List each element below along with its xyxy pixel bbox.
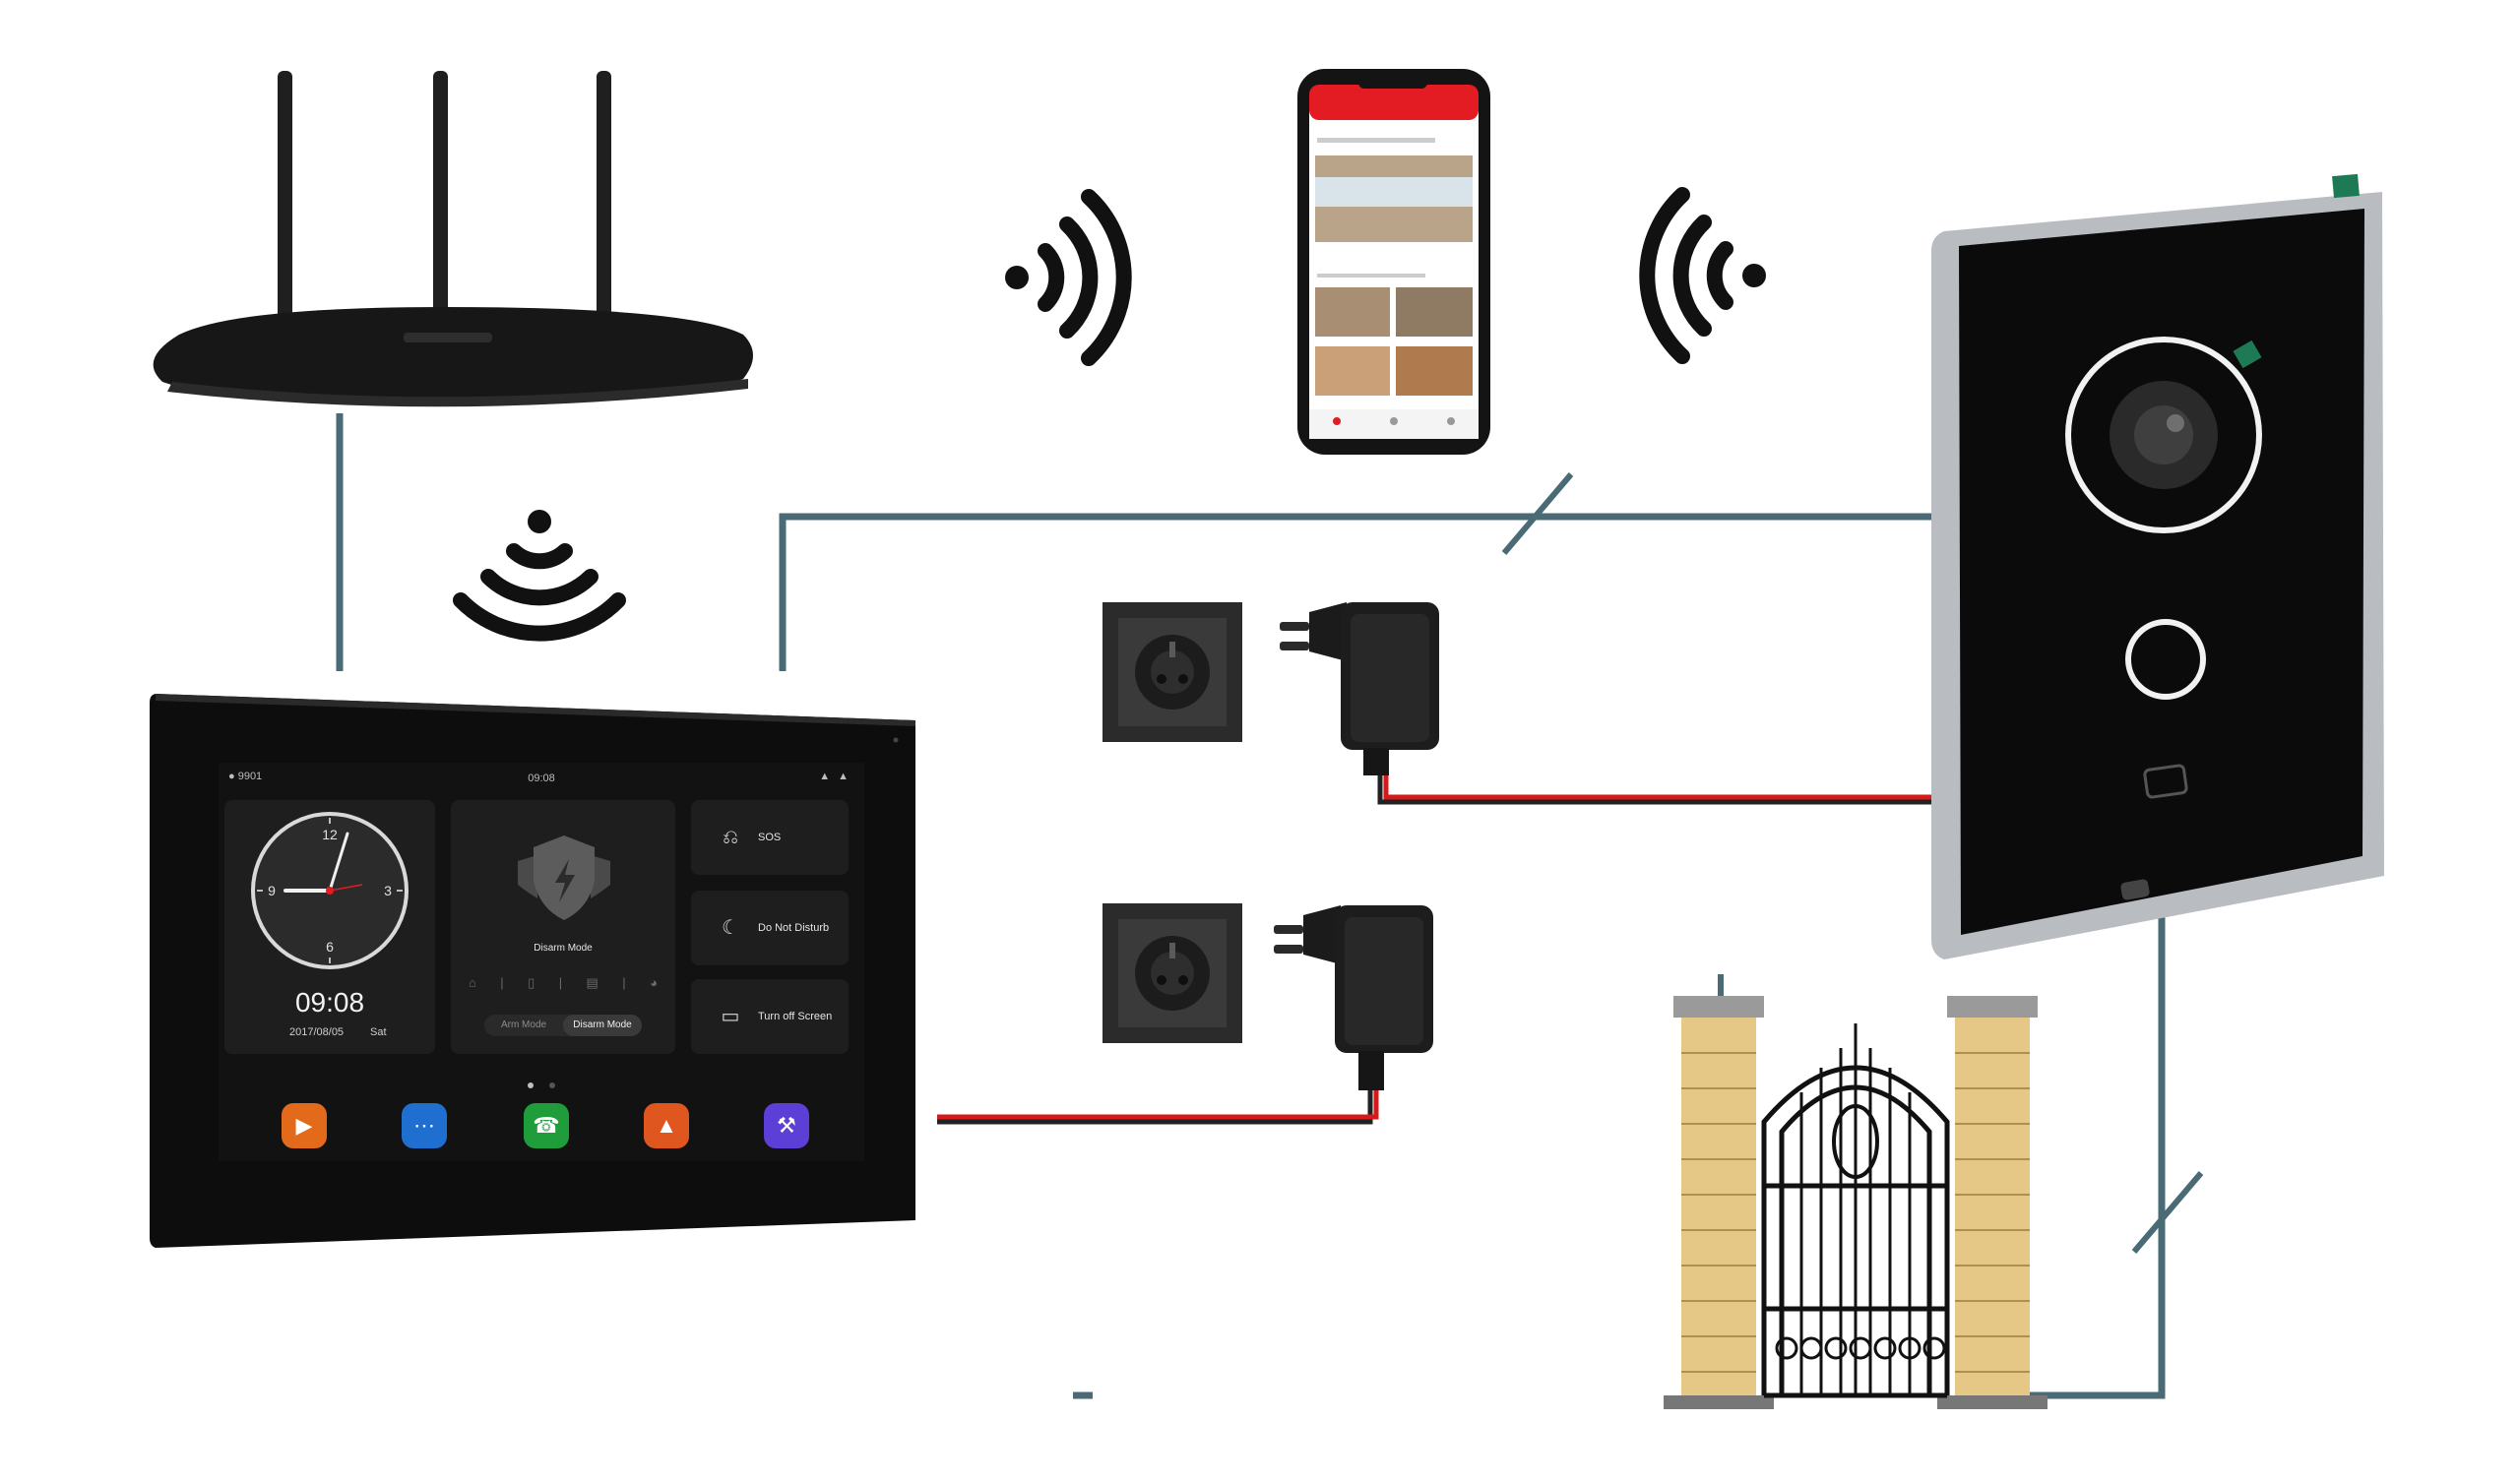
power-adapter-icon [1280, 602, 1439, 775]
bed-icon: ▤ [586, 975, 598, 990]
power-adapter-icon [1274, 905, 1433, 1090]
wall-socket-icon [1102, 602, 1242, 742]
away-icon: ◕ [650, 975, 658, 990]
alarm-icon[interactable]: ▲ [644, 1103, 689, 1148]
divider-icon: | [558, 975, 563, 990]
disarm-mode-button[interactable]: Disarm Mode [563, 1015, 642, 1036]
status-bar: ● 9901 09:08 ▲▲ [219, 763, 864, 790]
message-icon[interactable]: ⋯ [402, 1103, 447, 1148]
alert-icon: ▲ [819, 771, 839, 782]
status-time: 09:08 [528, 772, 555, 784]
second-hand [329, 884, 363, 892]
mode-toggle[interactable]: Arm Mode Disarm Mode [484, 1015, 642, 1036]
turn-off-screen-label: Turn off Screen [758, 1011, 833, 1022]
door-station-icon [1931, 173, 2384, 959]
divider-icon: | [500, 975, 504, 990]
clock-card: 12 3 6 9 09:08 2017/08/05 Sat [224, 800, 435, 1054]
day-label: Sat [370, 1026, 387, 1038]
wifi-signal-icon [1639, 187, 1766, 364]
wall-socket-icon [1102, 903, 1242, 1043]
phone-icon[interactable]: ☎ [524, 1103, 569, 1148]
room-number: 9901 [237, 771, 263, 782]
clock-numeral-6: 6 [326, 939, 334, 955]
sos-icon: ⎌ [723, 827, 738, 848]
power-cables [937, 775, 1944, 1125]
clock-numeral-12: 12 [322, 827, 338, 842]
settings-icon[interactable]: ⚒ [764, 1103, 809, 1148]
do-not-disturb-label: Do Not Disturb [758, 922, 830, 934]
wifi-signal-icon [1005, 189, 1132, 366]
sos-button[interactable]: ⎌ SOS [691, 800, 849, 875]
minute-hand [328, 832, 349, 893]
camera-icon[interactable]: ▶ [282, 1103, 327, 1148]
date-label: 2017/08/05 [289, 1026, 345, 1038]
analog-clock: 12 3 6 9 [251, 812, 409, 969]
monitor-screen: ● 9901 09:08 ▲▲ 12 3 6 9 09:08 2017/08/0… [219, 763, 864, 1161]
router-icon [153, 71, 754, 407]
security-card[interactable]: Disarm Mode ⌂ | ▯ | ▤ | ◕ Arm Mode Disar… [451, 800, 675, 1054]
zone-icons: ⌂ | ▯ | ▤ | ◕ [469, 975, 658, 991]
wifi-signal-icon [453, 510, 626, 642]
sos-label: SOS [758, 832, 782, 843]
moon-icon: ☾ [722, 917, 739, 939]
page-dot [549, 1082, 555, 1088]
divider-icon: | [622, 975, 626, 990]
security-status: Disarm Mode [534, 943, 593, 954]
clock-numeral-9: 9 [268, 883, 276, 898]
turn-off-screen-button[interactable]: ▭ Turn off Screen [691, 979, 849, 1054]
network-cables [336, 413, 2166, 1399]
page-indicator [219, 1076, 864, 1093]
shield-icon [518, 835, 610, 920]
location-label: ● 9901 [228, 771, 263, 782]
cable-break-marks [1501, 472, 2204, 1254]
do-not-disturb-button[interactable]: ☾ Do Not Disturb [691, 891, 849, 965]
app-dock: ▶ ⋯ ☎ ▲ ⚒ [219, 1093, 864, 1152]
door-icon: ▯ [528, 975, 536, 990]
home-icon: ⌂ [469, 975, 476, 990]
network-icon: ▲ [838, 771, 856, 782]
page-dot-active [528, 1082, 534, 1088]
gate-icon [1664, 974, 2048, 1409]
arm-mode-button[interactable]: Arm Mode [500, 1020, 547, 1030]
screen-off-icon: ▭ [721, 1006, 740, 1027]
clock-numeral-3: 3 [384, 883, 392, 898]
status-icons: ▲▲ [819, 771, 856, 782]
digital-time: 09:08 [294, 987, 365, 1018]
smartphone-icon [1297, 69, 1490, 455]
